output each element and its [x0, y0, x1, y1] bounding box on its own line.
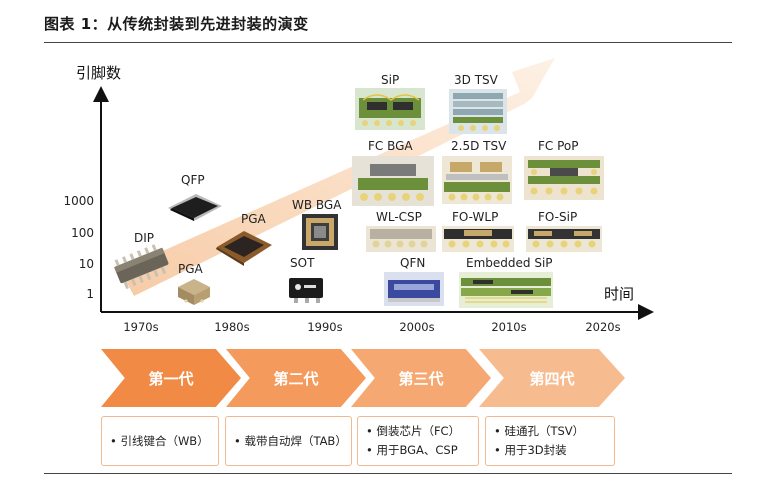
era-note-1: • 引线键合（WB） — [101, 416, 219, 466]
label-wb-bga: WB BGA — [292, 198, 342, 212]
label-fc-pop: FC PoP — [538, 139, 579, 153]
x-tick-2000s: 2000s — [399, 320, 435, 334]
label-dip: DIP — [134, 231, 155, 245]
label-wl-csp: WL-CSP — [376, 210, 422, 224]
wb-bga-package-image — [302, 214, 338, 250]
era-note-4-line-1: • 硅通孔（TSV） — [494, 424, 585, 438]
y-axis-title: 引脚数 — [76, 64, 122, 82]
fo-wlp-package-image — [442, 226, 514, 252]
era-note-3-line-1: • 倒装芯片（FC） — [366, 424, 461, 438]
label-pga-2: PGA — [241, 212, 266, 226]
era-note-2-line-1: • 载带自动焊（TAB） — [234, 433, 347, 448]
x-tick-1980s: 1980s — [214, 320, 250, 334]
label-sip: SiP — [381, 73, 400, 87]
embedded-sip-package-image — [459, 272, 553, 308]
era-label-2: 第二代 — [273, 369, 319, 388]
fo-sip-package-image — [526, 226, 602, 252]
pga-large-package-image — [216, 231, 272, 266]
x-axis-title: 时间 — [604, 285, 635, 303]
y-tick-10: 10 — [78, 257, 94, 271]
era-label-1: 第一代 — [148, 369, 194, 388]
label-qfp: QFP — [181, 173, 205, 187]
label-qfn: QFN — [400, 256, 426, 270]
3d-tsv-package-image — [449, 89, 507, 134]
label-fo-wlp: FO-WLP — [452, 210, 499, 224]
label-fo-sip: FO-SiP — [538, 210, 578, 224]
top-rule — [44, 42, 732, 43]
sip-package-image — [355, 88, 425, 130]
y-tick-1000: 1000 — [63, 194, 94, 208]
qfp-package-image — [168, 194, 222, 221]
x-tick-1990s: 1990s — [307, 320, 343, 334]
era-label-3: 第三代 — [398, 369, 444, 388]
bottom-rule — [44, 473, 732, 474]
pga-package-image — [178, 279, 210, 305]
y-tick-1: 1 — [86, 287, 94, 301]
label-embedded-sip: Embedded SiP — [466, 256, 553, 270]
era-note-3: • 倒装芯片（FC） • 用于BGA、CSP — [357, 416, 479, 466]
sot-package-image — [289, 278, 323, 303]
era-note-3-line-2: • 用于BGA、CSP — [366, 443, 458, 457]
wl-csp-package-image — [366, 226, 436, 252]
x-tick-2010s: 2010s — [491, 320, 527, 334]
label-25d-tsv: 2.5D TSV — [451, 139, 507, 153]
era-note-1-line-1: • 引线键合（WB） — [110, 433, 209, 448]
dip-package-image — [114, 244, 169, 290]
label-3d-tsv: 3D TSV — [454, 73, 498, 87]
figure-title: 图表 1：从传统封装到先进封装的演变 — [44, 15, 309, 33]
trend-arrow — [120, 58, 555, 296]
label-fc-bga: FC BGA — [368, 139, 413, 153]
era-note-4-line-2: • 用于3D封装 — [494, 443, 567, 457]
label-sot: SOT — [290, 256, 315, 270]
x-tick-1970s: 1970s — [123, 320, 159, 334]
era-label-4: 第四代 — [529, 369, 575, 388]
label-pga-1: PGA — [178, 262, 203, 276]
era-note-2: • 载带自动焊（TAB） — [225, 416, 352, 466]
era-note-4: • 硅通孔（TSV） • 用于3D封装 — [485, 416, 615, 466]
fc-pop-package-image — [524, 156, 604, 200]
qfn-package-image — [384, 272, 444, 306]
y-tick-100: 100 — [71, 226, 94, 240]
fc-bga-package-image — [352, 156, 434, 206]
25d-tsv-package-image — [442, 156, 512, 204]
x-tick-2020s: 2020s — [585, 320, 621, 334]
